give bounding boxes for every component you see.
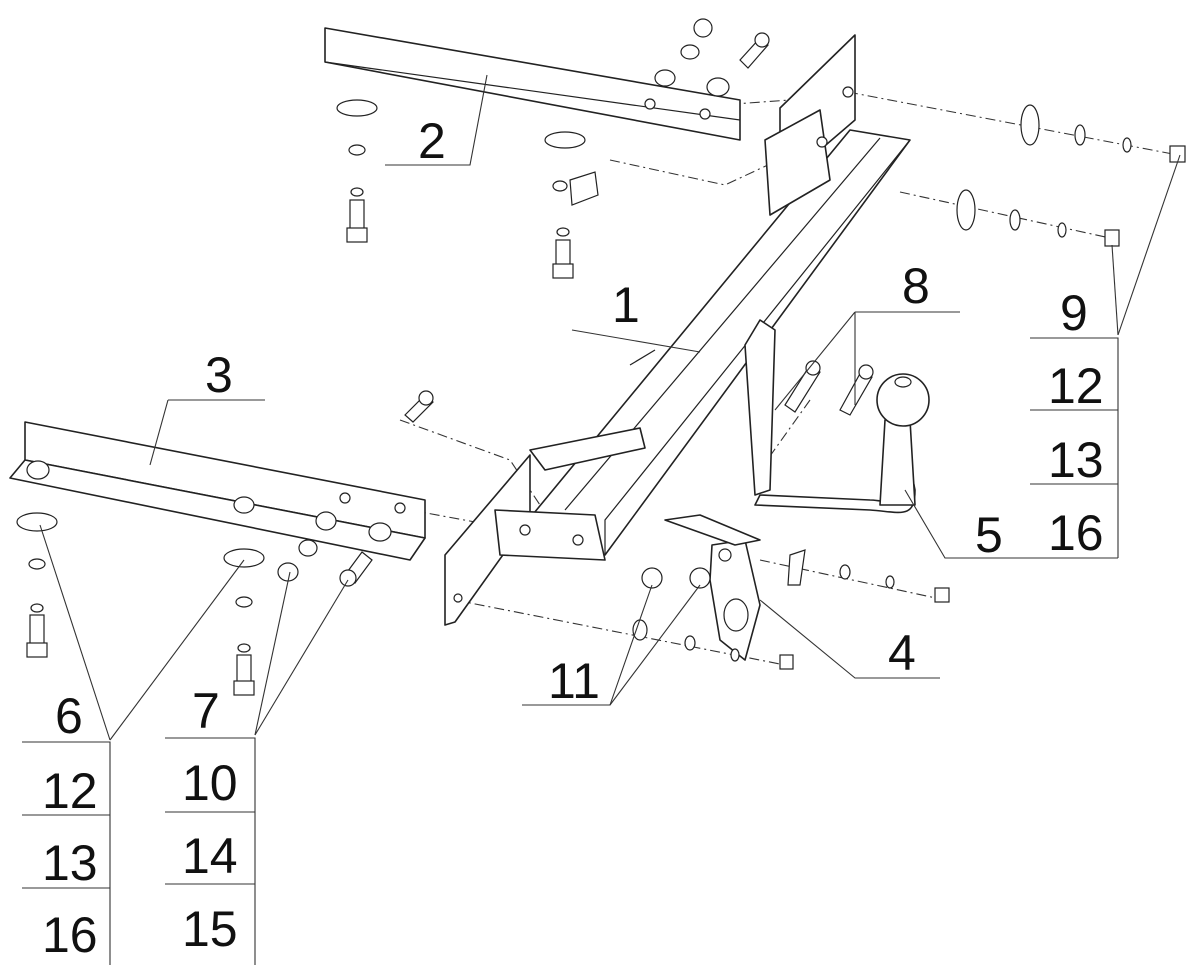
label-right-13: 13 <box>1048 432 1104 488</box>
label-part-1: 1 <box>612 277 640 333</box>
left-callout-table <box>22 741 111 965</box>
right-callout-table <box>1030 337 1119 559</box>
main-crossbar-part <box>444 34 911 626</box>
label-mid-10: 10 <box>182 755 238 811</box>
label-left-13: 13 <box>42 835 98 891</box>
label-part-11: 11 <box>548 653 600 709</box>
label-part-5: 5 <box>975 507 1003 563</box>
label-left-12: 12 <box>42 763 98 819</box>
leader-lines <box>39 74 1181 741</box>
middle-callout-table <box>165 737 256 965</box>
label-part-2: 2 <box>418 113 446 169</box>
label-right-9: 9 <box>1060 285 1088 341</box>
label-part-4: 4 <box>888 625 916 681</box>
label-left-6: 6 <box>55 688 83 744</box>
upper-bracket-part <box>324 18 770 279</box>
label-part-8: 8 <box>902 258 930 314</box>
label-mid-15: 15 <box>182 901 238 957</box>
label-mid-7: 7 <box>192 683 220 739</box>
tow-ball-part <box>664 319 950 603</box>
label-right-12: 12 <box>1048 358 1104 414</box>
label-left-16: 16 <box>42 907 98 963</box>
label-right-16: 16 <box>1048 505 1104 561</box>
socket-plate-part <box>632 539 794 670</box>
lower-bracket-part <box>9 390 434 696</box>
label-part-3: 3 <box>205 347 233 403</box>
label-mid-14: 14 <box>182 828 238 884</box>
right-hardware <box>956 104 1186 247</box>
